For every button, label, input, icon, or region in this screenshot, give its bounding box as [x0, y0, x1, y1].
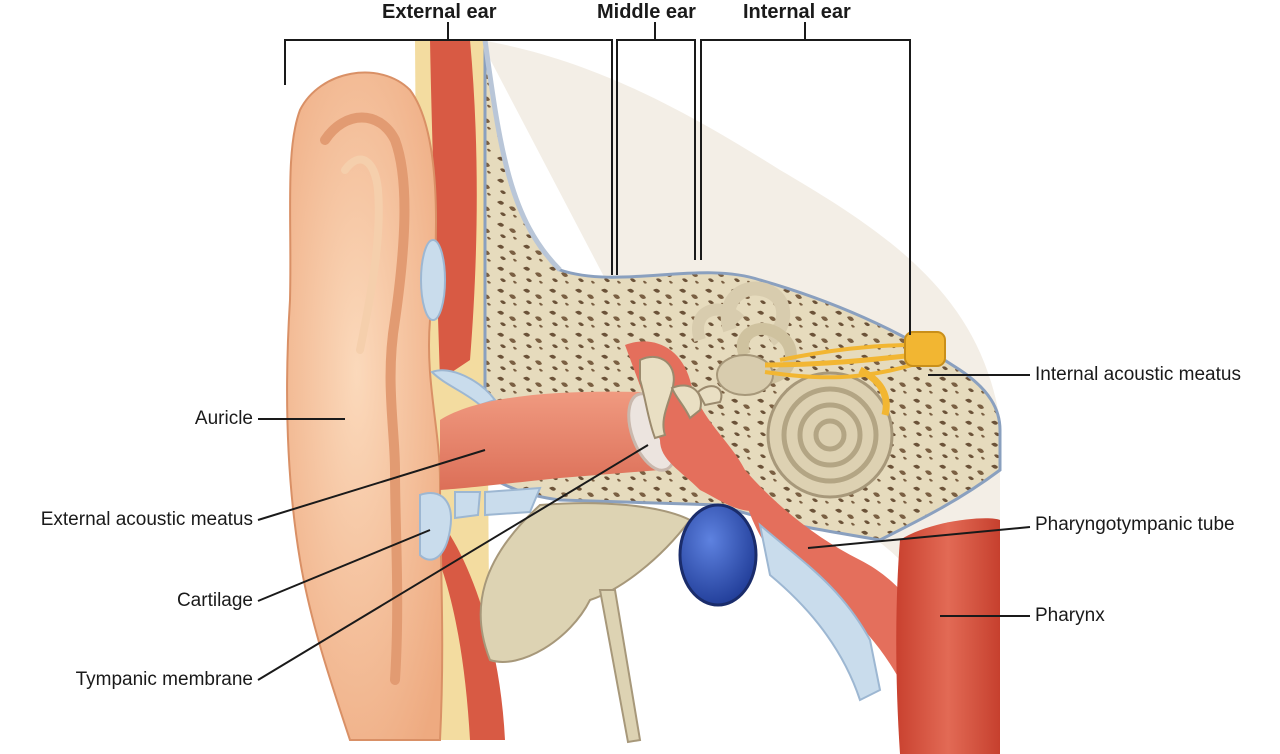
cartilage-piece-3 [484, 486, 542, 517]
dura-lining [482, 39, 562, 272]
nerve-fiber-2 [764, 363, 913, 380]
lower-muscle-layer [430, 520, 505, 740]
external-canal [440, 391, 665, 490]
vessel-lumen [678, 503, 758, 607]
leader-tympanic-membrane [257, 444, 649, 681]
pharyngotympanic-tube-shape [745, 470, 940, 690]
mastoid-process [479, 502, 692, 663]
region-middle-ear: Middle ear [597, 1, 696, 23]
label-cartilage: Cartilage [176, 590, 253, 611]
vestibule [716, 354, 774, 396]
label-auricle: Auricle [194, 408, 253, 429]
incus [670, 384, 702, 420]
antihelix-fold [341, 155, 383, 354]
region-external-ear: External ear [382, 1, 497, 23]
malleus [639, 355, 675, 440]
auricle-shape [286, 71, 444, 741]
leader-lines [257, 374, 1031, 681]
stapes [696, 385, 723, 407]
cochlear-nerve [858, 366, 890, 416]
styloid-process [598, 589, 642, 744]
semicircular-canal-2 [692, 303, 745, 342]
cartilage-lower [419, 492, 452, 561]
label-pharynx: Pharynx [1035, 605, 1105, 626]
cartilage-upper [420, 239, 446, 321]
nerve-fiber-1 [764, 352, 916, 368]
leader-cartilage [257, 529, 431, 602]
cochlea-turn-3 [813, 418, 847, 452]
region-internal-ear: Internal ear [743, 1, 851, 23]
pharynx-shape [896, 518, 1000, 754]
cochlea [766, 371, 894, 499]
leader-external-meatus [257, 449, 486, 521]
cochlea-turn-2 [797, 402, 863, 468]
label-internal-acoustic-meatus: Internal acoustic meatus [1035, 364, 1241, 385]
cochlea-turn-1 [781, 386, 879, 484]
leader-pharyngotympanic-tube [807, 526, 1031, 549]
nerve-bundle [904, 331, 946, 367]
label-pharyngotympanic-tube: Pharyngotympanic tube [1035, 514, 1235, 535]
region-brackets [284, 22, 911, 335]
tube-cartilage [758, 522, 882, 702]
cartilage-canal-top [430, 369, 497, 407]
cartilage-piece-2 [454, 491, 482, 520]
nerve-fiber-3 [779, 343, 916, 362]
label-tympanic-membrane: Tympanic membrane [75, 669, 253, 690]
label-external-acoustic-meatus: External acoustic meatus [40, 509, 253, 530]
semicircular-canal-3 [736, 323, 797, 384]
